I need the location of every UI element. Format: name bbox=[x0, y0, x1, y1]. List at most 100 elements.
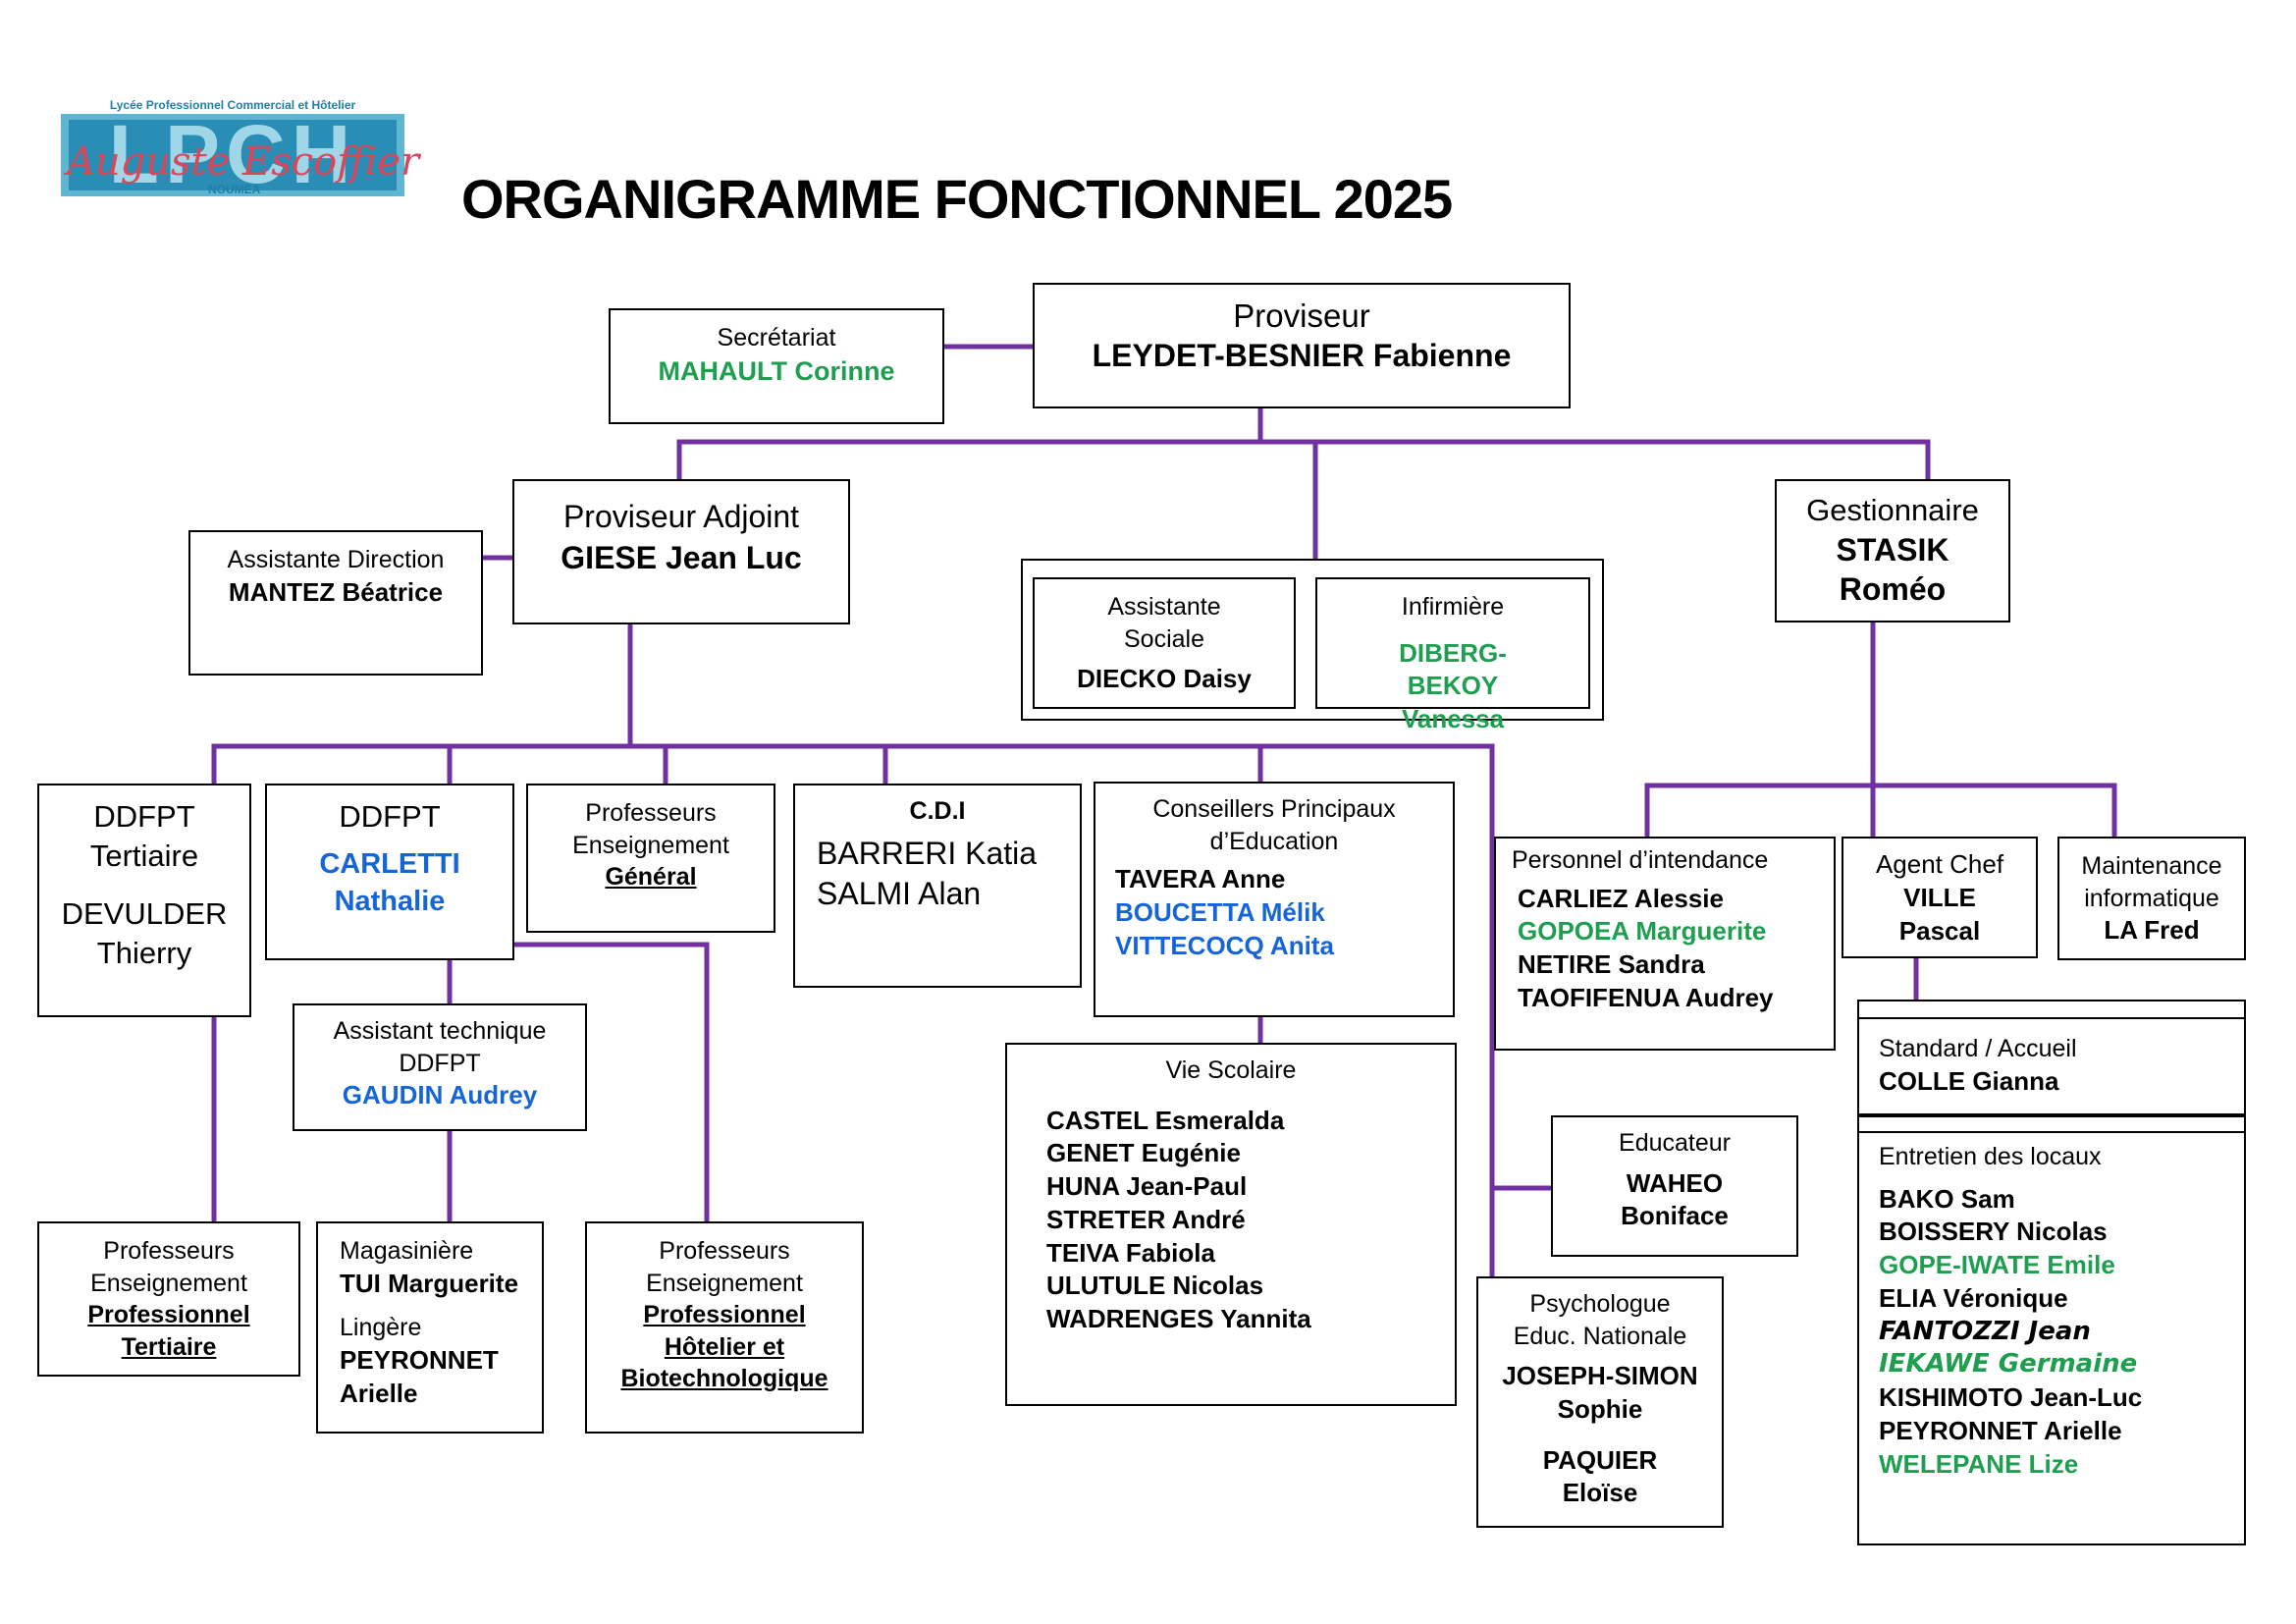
node-name: COLLE Gianna bbox=[1879, 1065, 2059, 1096]
node-name: DIBERG-BEKOY Vanessa bbox=[1399, 637, 1507, 734]
node-infirmiere: Infirmière DIBERG-BEKOY Vanessa bbox=[1315, 577, 1590, 733]
node-name: MANTEZ Béatrice bbox=[228, 576, 444, 607]
node-label: Assistant technique DDFPT bbox=[333, 1017, 547, 1077]
node-label: DDFPT Tertiaire bbox=[89, 799, 199, 874]
node-label: Professeurs Enseignement bbox=[572, 799, 729, 859]
logo-city: NOUMEA bbox=[208, 183, 261, 196]
node-label: Psychologue Educ. Nationale bbox=[1513, 1290, 1687, 1350]
node-personnel-intendance: Personnel d’intendance CARLIEZ Alessie G… bbox=[1494, 837, 1836, 1051]
node-name: BOUCETTA Mélik bbox=[1115, 896, 1325, 927]
node-name: STRETER André bbox=[1046, 1204, 1246, 1234]
node-gestionnaire: Gestionnaire STASIK Roméo bbox=[1775, 479, 2010, 623]
node-assistante-direction: Assistante Direction MANTEZ Béatrice bbox=[188, 530, 483, 676]
node-label: Proviseur bbox=[1233, 298, 1370, 334]
node-name: PEYRONNET Arielle bbox=[1879, 1416, 2122, 1446]
node-label: Professeurs Enseignement bbox=[90, 1237, 247, 1297]
node-entretien-locaux: Entretien des locaux BAKO Sam BOISSERY N… bbox=[1857, 1131, 2246, 1545]
node-cdi: C.D.I BARRERI Katia SALMI Alan bbox=[793, 784, 1082, 988]
node-magasiniere-lingere: Magasinière TUI Marguerite Lingère PEYRO… bbox=[316, 1221, 544, 1434]
node-vie-scolaire: Vie Scolaire CASTEL Esmeralda GENET Eugé… bbox=[1005, 1043, 1457, 1406]
page-title: ORGANIGRAMME FONCTIONNEL 2025 bbox=[461, 168, 1453, 230]
node-label: Agent Chef bbox=[1875, 849, 2004, 879]
node-label: Assistante Direction bbox=[227, 546, 445, 573]
node-proviseur-adjoint: Proviseur Adjoint GIESE Jean Luc bbox=[512, 479, 850, 624]
node-name: HUNA Jean-Paul bbox=[1046, 1171, 1248, 1202]
node-educateur: Educateur WAHEO Boniface bbox=[1551, 1115, 1798, 1257]
node-label: Conseillers Principaux d’Education bbox=[1152, 795, 1396, 855]
node-label-2: Lingère bbox=[340, 1314, 422, 1342]
node-label: Infirmière bbox=[1401, 593, 1505, 621]
node-label: Magasinière bbox=[340, 1237, 474, 1265]
node-label: DDFPT bbox=[339, 799, 441, 834]
node-label: C.D.I bbox=[909, 797, 966, 825]
node-name: PAQUIER Eloïse bbox=[1542, 1444, 1658, 1508]
node-name: KISHIMOTO Jean-Luc bbox=[1879, 1382, 2143, 1413]
node-subject: Professionnel Tertiaire bbox=[87, 1301, 250, 1361]
node-name: ELIA Véronique bbox=[1879, 1282, 2068, 1313]
node-label: Gestionnaire bbox=[1806, 493, 1979, 527]
node-name: TEIVA Fabiola bbox=[1046, 1237, 1215, 1268]
node-name: BAKO Sam bbox=[1879, 1183, 2015, 1214]
node-name: MAHAULT Corinne bbox=[658, 355, 895, 386]
node-name: VITTECOCQ Anita bbox=[1115, 930, 1334, 960]
node-name: CARLIEZ Alessie bbox=[1518, 883, 1724, 913]
node-name: FANTOZZI Jean bbox=[1879, 1316, 2091, 1346]
node-proviseur: Proviseur LEYDET-BESNIER Fabienne bbox=[1033, 283, 1571, 408]
node-subject: Général bbox=[605, 863, 697, 891]
node-name: GAUDIN Audrey bbox=[342, 1080, 538, 1110]
node-name: TAOFIFENUA Audrey bbox=[1518, 982, 1774, 1012]
node-name: BARRERI Katia bbox=[817, 835, 1038, 871]
node-label: Proviseur Adjoint bbox=[562, 499, 800, 534]
node-name: WELEPANE Lize bbox=[1879, 1448, 2079, 1479]
node-name: IEKAWE Germaine bbox=[1879, 1349, 2138, 1380]
logo-school-name: Lycée Professionnel Commercial et Hôteli… bbox=[109, 98, 356, 112]
node-label: Professeurs Enseignement bbox=[646, 1237, 803, 1297]
node-name: LEYDET-BESNIER Fabienne bbox=[1092, 337, 1512, 373]
logo-wordmark: Auguste Escoffier bbox=[67, 139, 420, 185]
node-name: DIECKO Daisy bbox=[1077, 664, 1252, 693]
node-name: GENET Eugénie bbox=[1046, 1138, 1241, 1168]
node-professeurs-general: Professeurs Enseignement Général bbox=[526, 784, 775, 933]
node-label: Assistante Sociale bbox=[1107, 593, 1221, 653]
node-assistant-technique: Assistant technique DDFPT GAUDIN Audrey bbox=[293, 1003, 587, 1131]
node-maintenance-informatique: Maintenance informatique LA Fred bbox=[2057, 837, 2246, 960]
logo-initials-graphic: LPCH bbox=[61, 114, 404, 196]
node-label: Secrétariat bbox=[717, 324, 836, 352]
node-secretariat: Secrétariat MAHAULT Corinne bbox=[609, 308, 944, 424]
node-label: Standard / Accueil bbox=[1879, 1035, 2077, 1062]
node-ddfpt-tertiaire: DDFPT Tertiaire DEVULDER Thierry bbox=[37, 784, 251, 1017]
node-label: Personnel d’intendance bbox=[1512, 846, 1769, 874]
node-professeurs-pro-hotelier: Professeurs Enseignement Professionnel H… bbox=[585, 1221, 864, 1434]
node-agent-chef: Agent Chef VILLE Pascal bbox=[1842, 837, 2038, 958]
node-name: GOPOEA Marguerite bbox=[1518, 916, 1767, 947]
node-name: DEVULDER Thierry bbox=[61, 895, 228, 970]
node-name: VILLE Pascal bbox=[1898, 882, 1981, 946]
node-name: TUI Marguerite bbox=[340, 1268, 519, 1298]
node-name: ULUTULE Nicolas bbox=[1046, 1271, 1264, 1301]
node-name: GOPE-IWATE Emile bbox=[1879, 1250, 2115, 1280]
node-label: Educateur bbox=[1619, 1129, 1731, 1157]
node-name: SALMI Alan bbox=[817, 876, 982, 912]
node-standard-accueil: Standard / Accueil COLLE Gianna bbox=[1857, 1017, 2246, 1115]
node-professeurs-pro-tertiaire: Professeurs Enseignement Professionnel T… bbox=[37, 1221, 300, 1377]
node-name: CASTEL Esmeralda bbox=[1046, 1105, 1285, 1135]
node-psychologue: Psychologue Educ. Nationale JOSEPH-SIMON… bbox=[1476, 1276, 1724, 1528]
node-assistante-sociale: Assistante Sociale DIECKO Daisy bbox=[1033, 577, 1296, 709]
node-name: LA Fred bbox=[2104, 915, 2200, 945]
node-subject: Professionnel Hôtelier et Biotechnologiq… bbox=[620, 1301, 828, 1392]
node-name: WAHEO Boniface bbox=[1621, 1167, 1729, 1231]
node-name: CARLETTI Nathalie bbox=[319, 848, 460, 917]
node-name: GIESE Jean Luc bbox=[561, 539, 802, 575]
node-name-2: PEYRONNET Arielle bbox=[340, 1344, 499, 1408]
node-name: STASIK Roméo bbox=[1836, 532, 1949, 608]
node-cpe: Conseillers Principaux d’Education TAVER… bbox=[1094, 782, 1455, 1017]
node-label: Entretien des locaux bbox=[1879, 1143, 2102, 1170]
standard-frame bbox=[1857, 1000, 2246, 1019]
node-name: TAVERA Anne bbox=[1115, 864, 1286, 893]
entretien-frame bbox=[1857, 1115, 2246, 1135]
node-name: BOISSERY Nicolas bbox=[1879, 1217, 2108, 1247]
node-name: NETIRE Sandra bbox=[1518, 949, 1705, 980]
node-name: WADRENGES Yannita bbox=[1046, 1304, 1311, 1334]
node-ddfpt: DDFPT CARLETTI Nathalie bbox=[265, 784, 514, 960]
